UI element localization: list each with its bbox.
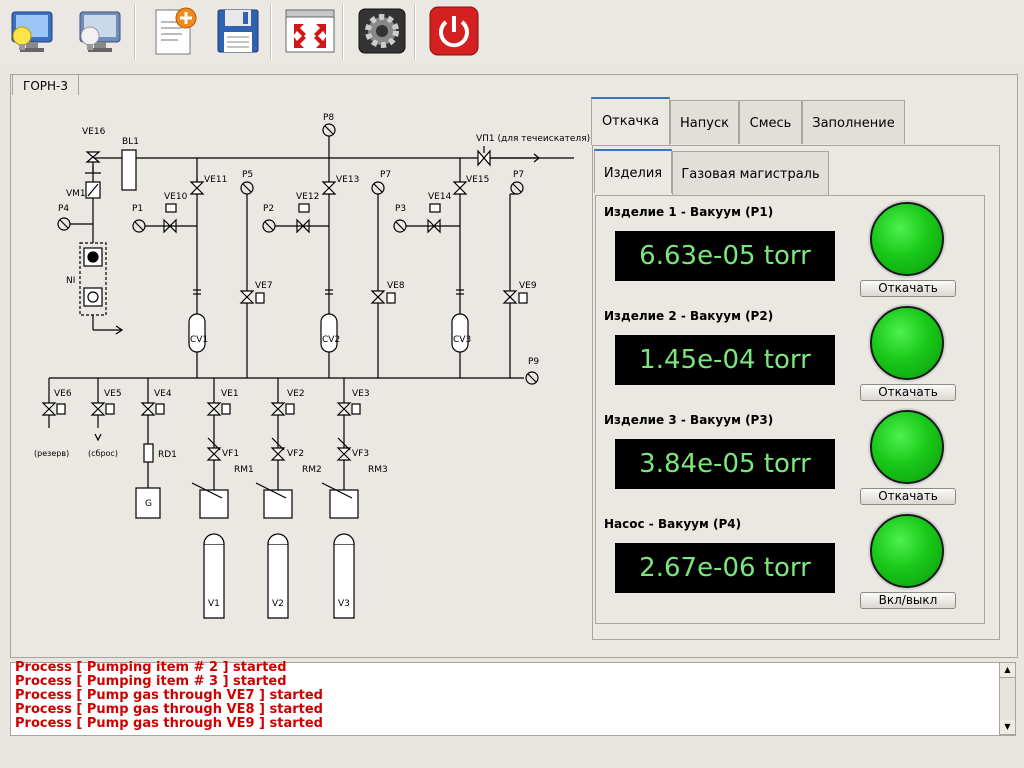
label-v3: V3: [338, 599, 350, 609]
floppy-disk-icon[interactable]: [210, 4, 266, 58]
label-vf1: VF1: [222, 449, 239, 459]
label-dump: (сброс): [88, 449, 118, 458]
label-reserve: (резерв): [34, 449, 69, 458]
gauge-display-p2: 1.45e-04 torr: [615, 335, 835, 385]
label-v1: V1: [208, 599, 220, 609]
log-line: Process [ Pump gas through VE8 ] started: [15, 702, 323, 717]
gear-icon[interactable]: [354, 4, 410, 58]
status-lamp-p1: [870, 202, 944, 276]
label-ve6: VE6: [54, 389, 72, 399]
label-p1: P1: [132, 204, 143, 214]
tab-inlet[interactable]: Напуск: [670, 100, 739, 144]
label-bl1: BL1: [122, 137, 139, 147]
gauge-label-p4: Насос - Вакуум (P4): [604, 517, 742, 531]
toolbar-separator: [342, 4, 344, 60]
gauge-display-p4: 2.67e-06 torr: [615, 543, 835, 593]
label-ve14: VE14: [428, 192, 452, 202]
tab-mixture[interactable]: Смесь: [739, 100, 802, 144]
subtab-gas-line[interactable]: Газовая магистраль: [672, 151, 829, 195]
label-ve5: VE5: [104, 389, 122, 399]
label-cv3: CV3: [453, 335, 471, 345]
log-line: Process [ Pump gas through VE9 ] started: [15, 716, 323, 731]
gauge-display-p3: 3.84e-05 torr: [615, 439, 835, 489]
tab-gorn3[interactable]: ГОРН-3: [12, 74, 79, 95]
label-cv2: CV2: [322, 335, 340, 345]
label-rm3: RM3: [368, 465, 388, 475]
label-v2: V2: [272, 599, 284, 609]
label-ve2: VE2: [287, 389, 305, 399]
log-line: Process [ Pump gas through VE7 ] started: [15, 688, 323, 703]
gauge-label-p3: Изделие 3 - Вакуум (P3): [604, 413, 774, 427]
log-line: Process [ Pumping item # 2 ] started: [15, 660, 287, 675]
label-vf2: VF2: [287, 449, 304, 459]
toolbar-separator: [134, 4, 136, 60]
scroll-up-icon[interactable]: ▲: [1000, 663, 1015, 678]
status-lamp-p3: [870, 410, 944, 484]
label-p4: P4: [58, 204, 69, 214]
expand-window-icon[interactable]: [282, 4, 338, 58]
vacuum-schematic: VE16 BL1 VM1 P4 NI P8 VП1 (для течеискат…: [34, 113, 590, 619]
label-p3: P3: [395, 204, 406, 214]
label-rm1: RM1: [234, 465, 254, 475]
label-ve4: VE4: [154, 389, 172, 399]
label-ve7: VE7: [255, 281, 273, 291]
tab-filling[interactable]: Заполнение: [802, 100, 905, 144]
pump-toggle-button[interactable]: Вкл/выкл: [860, 592, 956, 609]
scroll-down-icon[interactable]: ▼: [1000, 720, 1015, 735]
toolbar-separator: [414, 4, 416, 60]
pump-button-p2[interactable]: Откачать: [860, 384, 956, 401]
label-p8: P8: [323, 113, 334, 123]
label-p7a: P7: [380, 170, 391, 180]
label-p9: P9: [528, 357, 539, 367]
toolbar-separator: [270, 4, 272, 60]
label-ve9: VE9: [519, 281, 537, 291]
label-ni: NI: [66, 276, 75, 286]
toolbar: [0, 0, 1024, 64]
label-ve15: VE15: [466, 175, 489, 185]
status-lamp-p4: [870, 514, 944, 588]
document-add-icon[interactable]: [146, 4, 202, 58]
label-vf3: VF3: [352, 449, 369, 459]
label-ve10: VE10: [164, 192, 188, 202]
label-cv1: CV1: [190, 335, 208, 345]
label-rm2: RM2: [302, 465, 322, 475]
label-ve16: VE16: [82, 127, 106, 137]
label-p2: P2: [263, 204, 274, 214]
label-p7b: P7: [513, 170, 524, 180]
power-icon[interactable]: [426, 4, 482, 58]
pump-button-p1[interactable]: Откачать: [860, 280, 956, 297]
gauge-label-p1: Изделие 1 - Вакуум (P1): [604, 205, 774, 219]
log-line: Process [ Pumping item # 3 ] started: [15, 674, 287, 689]
monitor-bulb-on-icon[interactable]: [4, 4, 60, 58]
pump-button-p3[interactable]: Откачать: [860, 488, 956, 505]
gauge-label-p2: Изделие 2 - Вакуум (P2): [604, 309, 774, 323]
log-scrollbar[interactable]: ▲ ▼: [999, 663, 1015, 735]
label-rd1: RD1: [158, 450, 177, 460]
label-ve13: VE13: [336, 175, 359, 185]
label-p5: P5: [242, 170, 253, 180]
log-area[interactable]: Process [ Pumping item # 2 ] started Pro…: [10, 660, 1016, 736]
subtab-items[interactable]: Изделия: [594, 149, 672, 193]
tab-pumping[interactable]: Откачка: [591, 97, 670, 145]
gauge-display-p1: 6.63e-05 torr: [615, 231, 835, 281]
label-vp1: VП1 (для течеискателя): [476, 134, 590, 144]
label-ve8: VE8: [387, 281, 405, 291]
label-g: G: [145, 499, 152, 509]
label-ve12: VE12: [296, 192, 319, 202]
label-vm1: VM1: [66, 189, 86, 199]
label-ve1: VE1: [221, 389, 239, 399]
label-ve11: VE11: [204, 175, 227, 185]
label-ve3: VE3: [352, 389, 370, 399]
monitor-bulb-off-icon[interactable]: [72, 4, 128, 58]
status-lamp-p2: [870, 306, 944, 380]
